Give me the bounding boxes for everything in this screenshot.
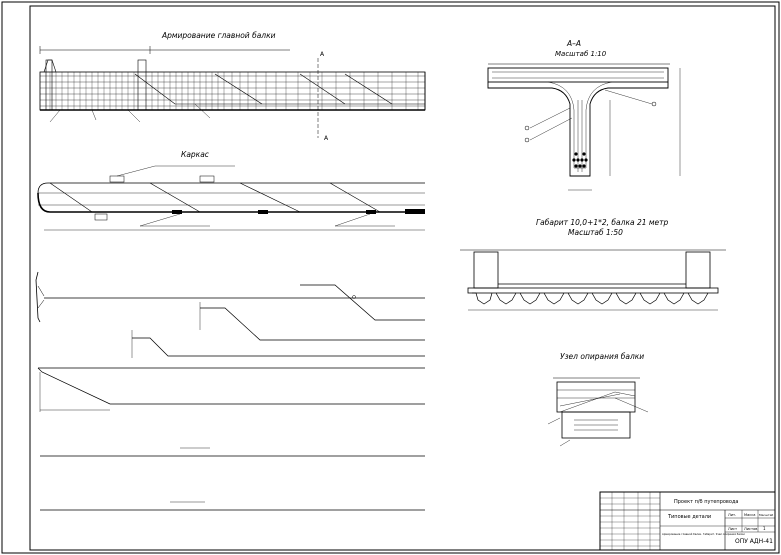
stamp-sheets-count: 1 — [763, 526, 766, 531]
section-aa-title: А–А — [566, 39, 581, 48]
stamp-stage: Типовые детали — [667, 514, 711, 520]
main-beam-view: Армирование главной балки — [39, 31, 426, 142]
gabarit-title: Габарит 10,0+1*2, балка 21 метр — [536, 218, 669, 227]
stamp-col-lit: Лит. — [728, 513, 736, 517]
carcass-view: Каркас — [37, 150, 425, 231]
section-mark-a-top: А — [320, 51, 325, 58]
main-beam-title: Армирование главной балки — [161, 31, 276, 40]
gabarit-view: Габарит 10,0+1*2, балка 21 метр Масштаб … — [460, 218, 726, 311]
gabarit-scale: Масштаб 1:50 — [568, 228, 623, 237]
section-aa-scale: Масштаб 1:10 — [555, 50, 607, 58]
inner-frame — [29, 5, 776, 551]
stamp-col-scale: Масштаб — [759, 513, 773, 517]
stamp-sheets: Листов — [744, 527, 757, 531]
section-mark-a-bottom: А — [324, 135, 329, 142]
section-aa-view: А–А Масштаб 1:10 — [487, 39, 681, 191]
stamp-drawing-title: Армирование главной балки. Габарит. Узел… — [662, 532, 745, 536]
carcass-title: Каркас — [181, 150, 210, 159]
stamp-sheet: Лист — [728, 527, 737, 531]
support-node-view: Узел опирания балки — [547, 352, 649, 447]
stamp-col-mass: Масса — [744, 513, 755, 517]
bar-details — [35, 271, 425, 511]
title-block — [599, 491, 776, 551]
stamp-project-title: Проект п/б путепровода — [674, 499, 738, 505]
support-node-title: Узел опирания балки — [560, 352, 644, 361]
stamp-doc-code: ОПУ АДН-41 — [735, 538, 773, 545]
